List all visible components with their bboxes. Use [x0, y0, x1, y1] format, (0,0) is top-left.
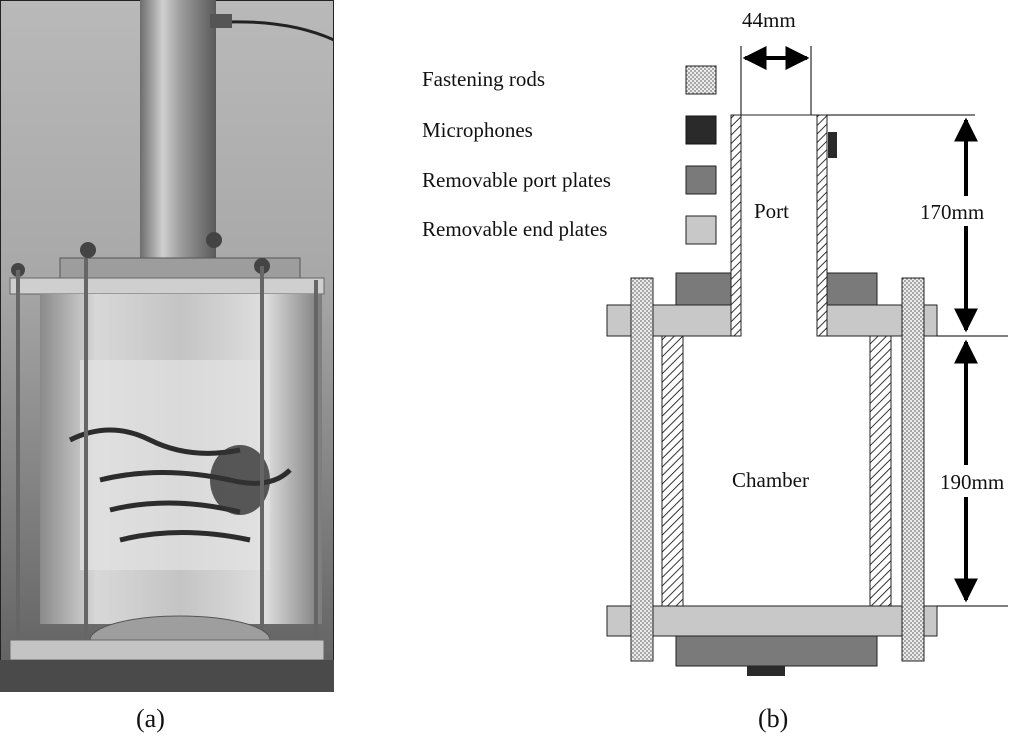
fastening-rods-photo	[16, 258, 318, 664]
legend-label-microphones: Microphones	[422, 118, 533, 142]
legend-swatch-fastening-rods	[685, 65, 717, 95]
top-plate	[9, 277, 325, 295]
chamber-wall-left	[661, 335, 684, 607]
top-end-plate-right	[826, 304, 938, 337]
fastening-rod-right	[901, 277, 925, 662]
port-label: Port	[754, 199, 789, 223]
chamber-label: Chamber	[732, 468, 809, 492]
cable	[224, 20, 334, 42]
port-width-label: 44mm	[742, 8, 796, 32]
port-tube-schematic: Port	[730, 114, 837, 337]
legend-swatch-end-plates	[685, 215, 717, 245]
fastening-rod-left	[630, 277, 654, 662]
port-length-dimension: 170mm	[827, 114, 1012, 337]
port-tube	[140, 0, 216, 262]
bottom-plate	[9, 639, 325, 661]
bottom-port-plate	[675, 635, 878, 667]
legend-label-port-plates: Removable port plates	[422, 168, 611, 192]
port-width-dimension: 44mm	[740, 8, 812, 115]
port-plate-left	[675, 272, 732, 306]
port-microphone	[828, 132, 837, 158]
legend-label-fastening-rods: Fastening rods	[422, 67, 545, 91]
wing-nuts	[11, 232, 270, 277]
apparatus-photo	[0, 0, 334, 692]
chamber-length-label: 190mm	[940, 470, 1004, 494]
bottom-microphone	[747, 666, 785, 676]
caption-b: (b)	[758, 704, 789, 733]
chamber-length-dimension: 190mm	[937, 339, 1024, 607]
bottom-end-plate	[606, 605, 938, 637]
legend-swatch-port-plates	[685, 165, 717, 195]
port-plate-right	[826, 272, 878, 306]
legend: Fastening rods Microphones Removable por…	[422, 65, 717, 245]
chamber-wall-right	[869, 335, 892, 607]
legend-label-end-plates: Removable end plates	[422, 217, 607, 241]
caption-a: (a)	[136, 704, 165, 733]
port-length-label: 170mm	[920, 200, 984, 224]
top-end-plate-left	[606, 304, 732, 337]
legend-swatch-microphones	[685, 115, 717, 145]
microphone-fitting	[210, 14, 232, 28]
